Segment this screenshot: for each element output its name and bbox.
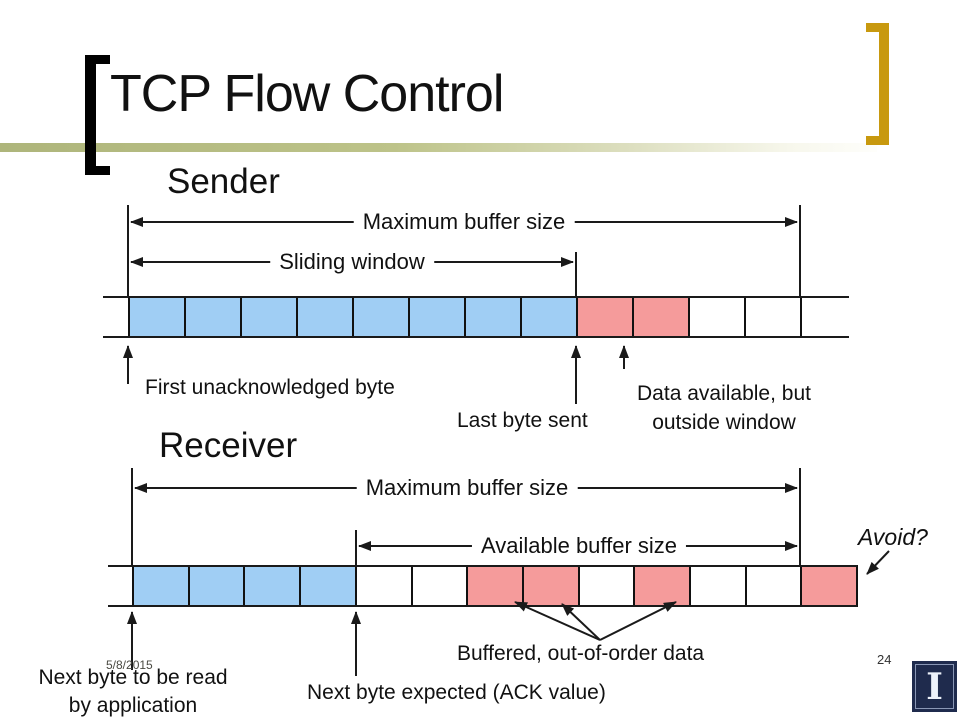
- page-number: 24: [877, 652, 892, 667]
- buffer-cell-red: [633, 565, 691, 607]
- slide-date: 5/8/2015: [106, 658, 153, 672]
- buffer-cell-blue: [296, 296, 354, 338]
- avoid-pointer-arrow: [866, 550, 890, 575]
- first-unacked-note: First unacknowledged byte: [145, 376, 395, 399]
- buffer-cell-white: [744, 565, 803, 607]
- buffer-cell-white: [410, 565, 469, 607]
- receiver-buffer-row: [132, 565, 859, 607]
- receiver-heading: Receiver: [159, 426, 298, 465]
- university-logo: I: [912, 661, 957, 712]
- next-read-note-line2: by application: [68, 694, 198, 717]
- buffer-cell-white: [688, 296, 746, 338]
- buffer-cell-white: [354, 565, 413, 607]
- buffered-data-note: Buffered, out-of-order data: [457, 642, 705, 665]
- receiver-max-buffer-label: Maximum buffer size: [356, 475, 578, 501]
- buffer-cell-blue: [187, 565, 246, 607]
- buffer-cell-white: [577, 565, 636, 607]
- avoid-note: Avoid?: [858, 524, 928, 550]
- next-read-note: Next byte to be read by application: [22, 664, 244, 720]
- buffer-cell-blue: [132, 565, 190, 607]
- buffer-cell-red: [466, 565, 524, 607]
- buffer-cell-red: [632, 296, 690, 338]
- university-logo-column-icon: I: [926, 665, 943, 708]
- buffer-cell-white: [689, 565, 747, 607]
- buffer-cell-blue: [240, 296, 298, 338]
- buffer-cell-red: [576, 296, 634, 338]
- title-left-bracket-decoration: [85, 55, 110, 175]
- buffered-data-arrow-3: [599, 601, 677, 641]
- university-logo-border: I: [915, 664, 954, 709]
- buffer-cell-blue: [464, 296, 522, 338]
- title-divider-rule: [0, 143, 877, 152]
- sender-max-buffer-label: Maximum buffer size: [353, 209, 575, 235]
- next-read-note-line1: Next byte to be read: [38, 666, 228, 689]
- buffer-cell-red: [800, 565, 859, 607]
- buffered-data-arrow-2: [561, 603, 601, 641]
- buffered-data-arrow-1: [514, 601, 601, 641]
- buffer-cell-blue: [184, 296, 242, 338]
- page-title: TCP Flow Control: [110, 65, 504, 123]
- buffer-cell-blue: [520, 296, 578, 338]
- next-expected-note: Next byte expected (ACK value): [307, 681, 606, 704]
- buffer-cell-white: [744, 296, 802, 338]
- last-byte-sent-note: Last byte sent: [457, 409, 588, 432]
- title-right-bracket-decoration: [866, 23, 889, 145]
- sender-heading: Sender: [167, 162, 280, 201]
- available-buffer-label: Available buffer size: [471, 533, 687, 559]
- buffer-cell-blue: [408, 296, 466, 338]
- data-available-note-line1: Data available, but: [637, 382, 811, 405]
- buffer-cell-blue: [243, 565, 302, 607]
- buffer-cell-blue: [299, 565, 357, 607]
- buffer-cell-blue: [352, 296, 410, 338]
- buffer-cell-red: [521, 565, 580, 607]
- data-available-note: Data available, but outside window: [618, 379, 830, 437]
- buffer-cell-blue: [128, 296, 186, 338]
- sliding-window-label: Sliding window: [270, 249, 434, 275]
- data-available-note-line2: outside window: [652, 411, 796, 434]
- sender-buffer-row: [128, 296, 802, 338]
